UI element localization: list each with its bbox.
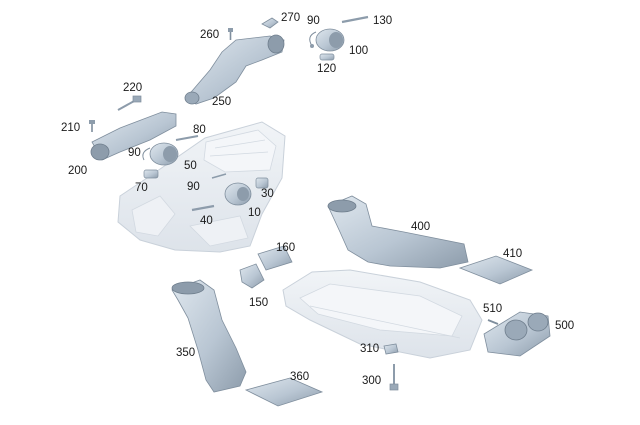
- callout-500: 500: [555, 320, 575, 332]
- callout-260: 260: [200, 29, 220, 41]
- callout-310: 310: [360, 343, 380, 355]
- part-350-duct: [171, 279, 247, 393]
- part-150-vent: [239, 263, 265, 289]
- callout-220: 220: [123, 82, 143, 94]
- part-200-duct: [90, 111, 177, 161]
- lower-housing-ghost: [282, 269, 483, 359]
- part-130-wire: [341, 15, 369, 24]
- part-250-duct: [184, 34, 285, 105]
- part-500-twin-outlet: [483, 311, 551, 357]
- callout-100: 100: [349, 45, 369, 57]
- part-220-rod: [117, 95, 142, 111]
- callout-90-top: 90: [307, 15, 320, 27]
- part-80-wire: [175, 135, 199, 141]
- callout-250: 250: [212, 96, 232, 108]
- callout-80: 80: [193, 124, 206, 136]
- part-510-screw: [487, 319, 499, 325]
- callout-410: 410: [503, 248, 523, 260]
- callout-400: 400: [411, 221, 431, 233]
- callout-160: 160: [276, 242, 296, 254]
- part-360-panel: [244, 377, 324, 407]
- part-300-bolt: [389, 364, 399, 391]
- callout-90-mid: 90: [128, 147, 141, 159]
- callout-30: 30: [261, 188, 274, 200]
- part-210-screw: [89, 120, 95, 132]
- callout-360: 360: [290, 371, 310, 383]
- part-90-outlet-mid: [142, 142, 179, 166]
- engine-block-ghost: [117, 121, 286, 253]
- callout-90-low: 90: [187, 181, 200, 193]
- part-40-rod: [191, 204, 215, 212]
- callout-50: 50: [184, 160, 197, 172]
- part-310-clip: [383, 343, 399, 355]
- part-260-screw: [228, 28, 233, 40]
- part-160-vent: [257, 245, 293, 271]
- part-400-duct: [327, 195, 469, 269]
- part-90-100-outlet-top: [309, 28, 345, 61]
- callout-270: 270: [281, 12, 301, 24]
- callout-120: 120: [317, 63, 337, 75]
- callout-300: 300: [362, 375, 382, 387]
- part-270-clip: [261, 17, 279, 29]
- callout-210: 210: [61, 122, 81, 134]
- part-30-outlet-center: [211, 173, 269, 206]
- callout-130: 130: [373, 15, 393, 27]
- part-70-bracket: [143, 169, 159, 179]
- callout-70: 70: [135, 182, 148, 194]
- callout-40: 40: [200, 215, 213, 227]
- callout-510: 510: [483, 303, 503, 315]
- callout-350: 350: [176, 347, 196, 359]
- callout-10: 10: [248, 207, 261, 219]
- callout-200: 200: [68, 165, 88, 177]
- part-410-panel: [458, 255, 534, 285]
- callout-150: 150: [249, 297, 269, 309]
